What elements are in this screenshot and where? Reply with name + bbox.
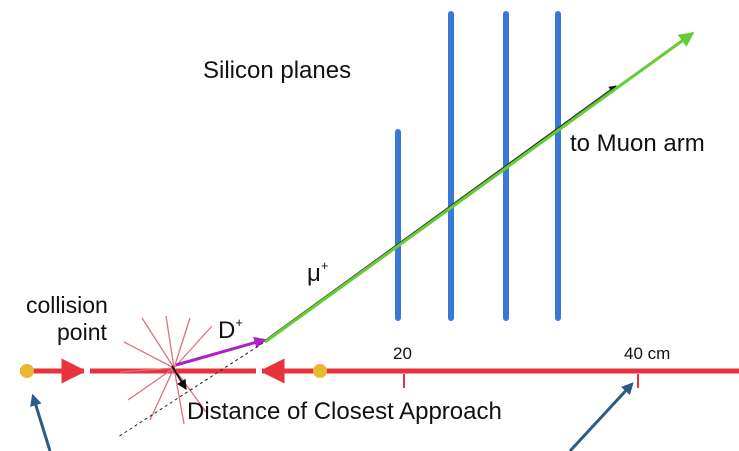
collision-label: collision (26, 292, 108, 318)
dca-arrow (171, 365, 187, 390)
callout-arrow-right (568, 382, 634, 451)
muon-track (264, 31, 695, 344)
dca-label: Distance of Closest Approach (187, 398, 502, 425)
d-meson-track (175, 336, 267, 367)
extrapolated-track (117, 342, 264, 438)
d-meson-label: D+ (218, 315, 243, 344)
beam-dot-left (20, 364, 34, 378)
silicon-planes (395, 11, 561, 321)
muon-label: μ+ (307, 258, 328, 287)
tick-40-label: 40 cm (624, 344, 670, 363)
collision-burst (119, 315, 213, 425)
point-label: point (57, 319, 107, 345)
tick-20-label: 20 (393, 344, 412, 363)
to-muon-arm-label: to Muon arm (570, 130, 705, 157)
silicon-planes-label: Silicon planes (203, 57, 351, 84)
beam-dot-right (313, 364, 327, 378)
callout-arrow-left (30, 393, 52, 451)
scale-ticks: 20 40 cm (393, 344, 670, 388)
